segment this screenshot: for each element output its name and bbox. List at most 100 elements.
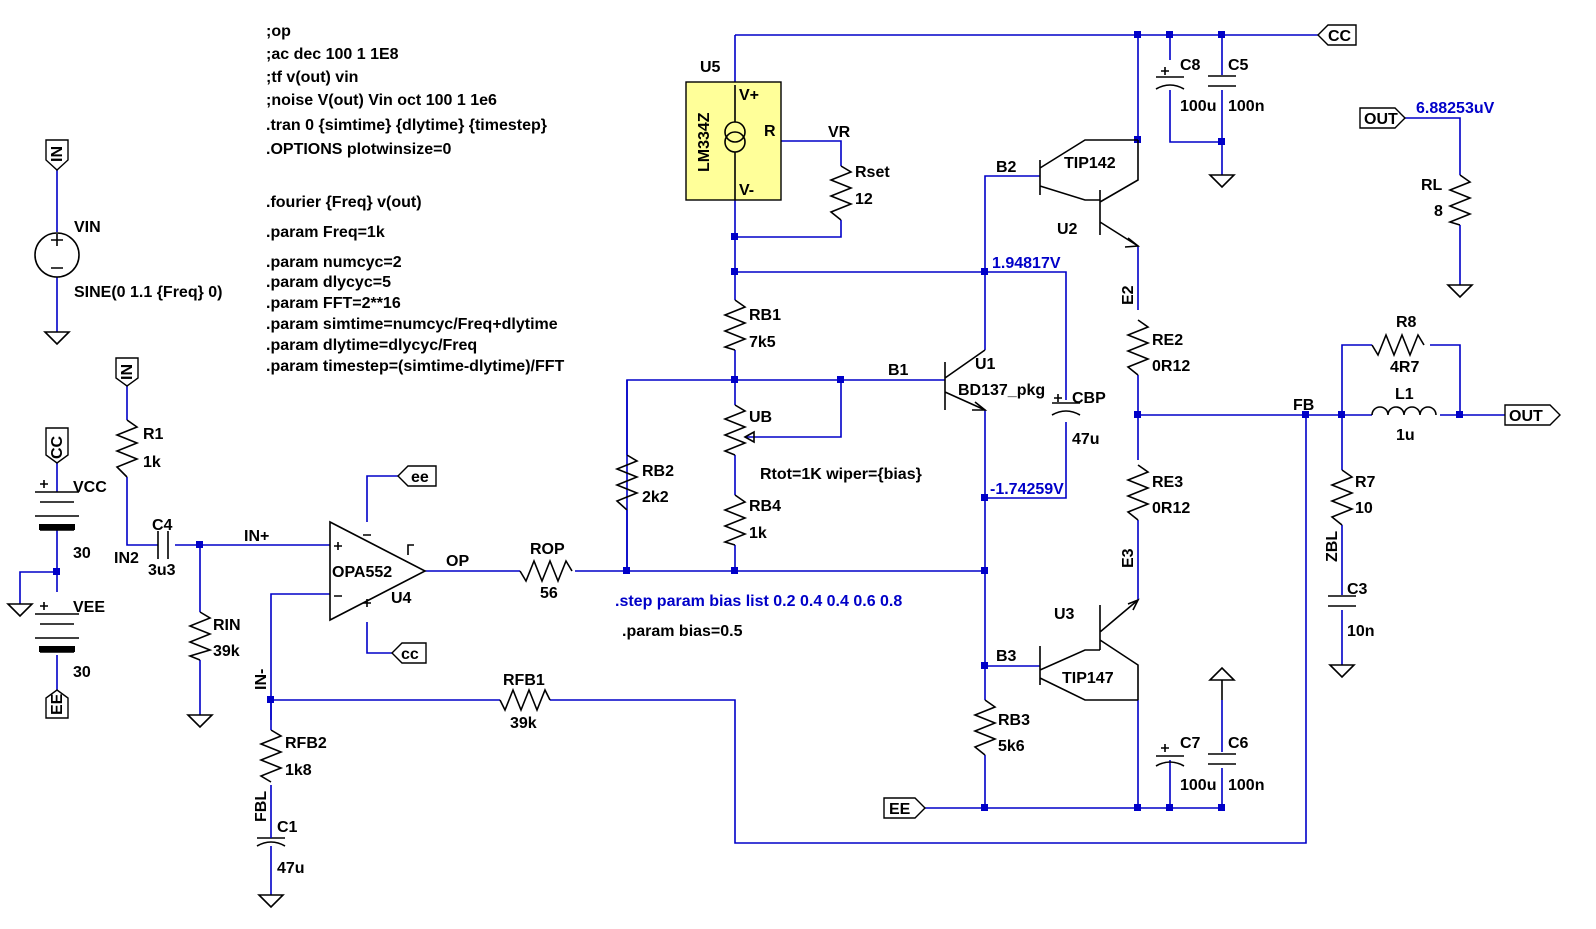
directive-line[interactable]: .OPTIONS plotwinsize=0: [266, 141, 451, 158]
port-cc-op[interactable]: cc: [391, 642, 427, 664]
directive-line[interactable]: .param timestep=(simtime-dlytime)/FFT: [266, 358, 565, 375]
svg-text:3u3: 3u3: [148, 562, 176, 579]
directive-line[interactable]: .tran 0 {simtime} {dlytime} {timestep}: [266, 117, 547, 134]
svg-text:CC: CC: [1328, 28, 1352, 45]
capacitor-c1[interactable]: C1 47u: [256, 819, 305, 877]
directive-line[interactable]: .param numcyc=2: [266, 254, 402, 271]
current-source-u5[interactable]: LM334Z V+ R V- U5: [685, 59, 782, 201]
port-ee-bottom[interactable]: EE: [883, 797, 926, 819]
directive-line[interactable]: ;noise V(out) Vin oct 100 1 1e6: [266, 92, 497, 109]
directive-line[interactable]: .param dlytime=dlycyc/Freq: [266, 337, 477, 354]
capacitor-c7[interactable]: C7 100u: [1155, 735, 1216, 794]
svg-text:ee: ee: [411, 469, 429, 486]
svg-text:1k: 1k: [749, 525, 767, 542]
svg-text:V-: V-: [739, 182, 754, 199]
opamp-u4[interactable]: OPA552 U4: [329, 520, 427, 622]
port-cc-supply[interactable]: CC: [45, 427, 69, 464]
directive-line[interactable]: .param Freq=1k: [266, 224, 385, 241]
svg-text:L1: L1: [1395, 386, 1414, 403]
ground-symbols: [6, 174, 1474, 909]
svg-text:RL: RL: [1421, 177, 1443, 194]
net-label-fbl: FBL: [253, 791, 270, 822]
net-ports: IN IN CC EE ee cc CC OUT: [45, 24, 1561, 819]
port-in-r1[interactable]: IN: [115, 357, 139, 387]
resistor-rfb1[interactable]: RFB1 39k: [499, 672, 551, 732]
resistor-rop[interactable]: ROP 56: [519, 541, 573, 602]
directive-line[interactable]: .param simtime=numcyc/Freq+dlytime: [266, 316, 558, 333]
resistor-rb3[interactable]: RB3 5k6: [972, 699, 1030, 756]
probe-b2-value: 1.94817V: [992, 255, 1061, 272]
transistor-u3[interactable]: U3 TIP147: [1039, 598, 1140, 701]
svg-text:OUT: OUT: [1509, 408, 1543, 425]
resistor-r7[interactable]: R7 10: [1329, 469, 1376, 526]
net-label-e3: E3: [1120, 548, 1137, 568]
capacitor-c8[interactable]: C8 100u: [1155, 57, 1216, 115]
resistor-re2[interactable]: RE2 0R12: [1125, 319, 1190, 376]
resistor-rfb2[interactable]: RFB2 1k8: [258, 703, 327, 783]
ground-icon: [1446, 284, 1474, 299]
svg-text:C1: C1: [277, 819, 298, 836]
capacitor-c5[interactable]: C5 100n: [1208, 57, 1264, 115]
port-cc-top[interactable]: CC: [1317, 24, 1357, 46]
svg-text:RB3: RB3: [998, 712, 1030, 729]
svg-text:100n: 100n: [1228, 98, 1264, 115]
resistor-rb2[interactable]: RB2 2k2: [614, 380, 674, 571]
svg-text:12: 12: [855, 191, 873, 208]
svg-text:2k2: 2k2: [642, 489, 669, 506]
svg-text:R7: R7: [1355, 474, 1376, 491]
svg-text:56: 56: [540, 585, 558, 602]
ground-icon: [257, 894, 285, 909]
directive-line[interactable]: .fourier {Freq} v(out): [266, 194, 422, 211]
vin-source[interactable]: VIN SINE(0 1.1 {Freq} 0): [34, 219, 223, 301]
inductor-l1[interactable]: L1 1u: [1371, 386, 1437, 444]
port-ee-supply[interactable]: EE: [45, 689, 69, 719]
wires: [19, 34, 1505, 895]
resistor-rb1[interactable]: RB1 7k5: [722, 299, 781, 351]
resistor-rin[interactable]: RIN 39k: [187, 611, 241, 661]
resistor-rset[interactable]: Rset 12: [828, 164, 890, 221]
resistor-rl[interactable]: RL 8: [1421, 174, 1473, 226]
ground-icon: [43, 331, 71, 346]
transistor-u1[interactable]: U1 BD137_pkg: [944, 349, 1045, 411]
directive-line[interactable]: .param dlycyc=5: [266, 274, 391, 291]
svg-text:30: 30: [73, 664, 91, 681]
step-directive[interactable]: .step param bias list 0.2 0.4 0.4 0.6 0.…: [615, 593, 902, 610]
capacitor-c4[interactable]: C4 3u3: [148, 517, 176, 579]
probe-readouts: 6.88253uV 1.94817V -1.74259V: [990, 100, 1495, 498]
resistor-re3[interactable]: RE3 0R12: [1125, 464, 1190, 521]
potentiometer-ub[interactable]: UB: [722, 404, 772, 456]
capacitor-cbp[interactable]: CBP 47u: [1051, 390, 1106, 448]
capacitor-c3[interactable]: C3 10n: [1328, 581, 1375, 640]
directive-line[interactable]: .param FFT=2**16: [266, 295, 401, 312]
svg-text:47u: 47u: [277, 860, 305, 877]
ground-icon: [1208, 174, 1236, 189]
vcc-source[interactable]: VCC 30: [35, 479, 107, 562]
resistor-r1[interactable]: R1 1k: [114, 419, 164, 478]
svg-text:39k: 39k: [213, 643, 240, 660]
svg-text:RB1: RB1: [749, 307, 781, 324]
svg-text:C7: C7: [1180, 735, 1201, 752]
transistor-u2[interactable]: TIP142 U2: [1039, 139, 1141, 248]
port-out-main[interactable]: OUT: [1504, 404, 1561, 426]
directive-line[interactable]: ;ac dec 100 1 1E8: [266, 46, 399, 63]
ground-icon: [1208, 666, 1236, 700]
resistor-r8[interactable]: R8 4R7: [1371, 314, 1425, 376]
svg-text:4R7: 4R7: [1390, 359, 1419, 376]
resistor-rb4[interactable]: RB4 1k: [722, 494, 781, 546]
port-out-rl[interactable]: OUT: [1359, 107, 1406, 129]
directive-line[interactable]: ;op: [266, 23, 291, 40]
bias-param-directive[interactable]: .param bias=0.5: [622, 623, 743, 640]
svg-text:R: R: [764, 123, 776, 140]
svg-text:VEE: VEE: [73, 599, 105, 616]
probe-out-value: 6.88253uV: [1416, 100, 1495, 117]
vee-source[interactable]: VEE 30: [35, 599, 105, 681]
net-label-b1: B1: [888, 362, 909, 379]
directive-line[interactable]: ;tf v(out) vin: [266, 69, 358, 86]
svg-text:ROP: ROP: [530, 541, 565, 558]
svg-text:10: 10: [1355, 500, 1373, 517]
capacitor-c6[interactable]: C6 100n: [1208, 735, 1264, 794]
port-ee-op[interactable]: ee: [397, 465, 437, 487]
svg-text:C4: C4: [152, 517, 173, 534]
port-in-top[interactable]: IN: [45, 139, 69, 171]
